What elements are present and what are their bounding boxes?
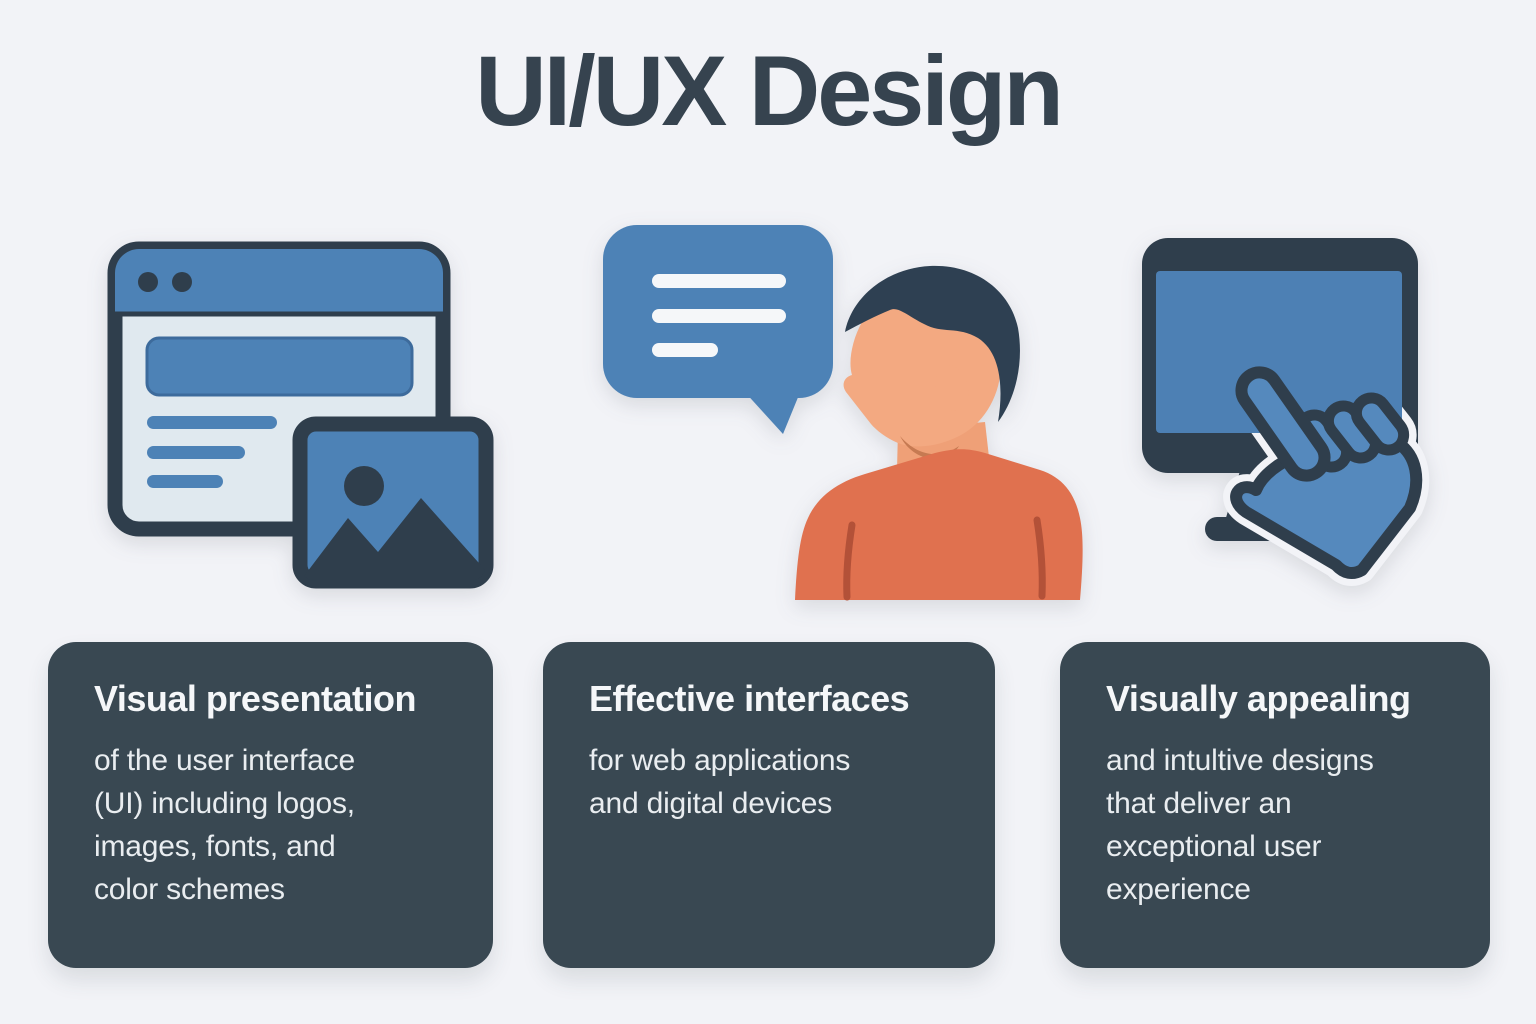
card-effective-interfaces: Effective interfaces for web application… — [543, 642, 995, 968]
person-shirt — [795, 449, 1083, 600]
card-body-line: color schemes — [94, 873, 285, 906]
window-control-dot — [138, 272, 158, 292]
bubble-text-line — [652, 309, 786, 323]
browser-window-illustration — [107, 241, 494, 589]
card-body-line: experience — [1106, 873, 1251, 906]
person-hair — [845, 265, 1020, 422]
chat-bubble-icon — [603, 225, 833, 434]
card-body-line: and digital devices — [589, 787, 833, 820]
pointing-hand-icon — [1230, 366, 1423, 580]
page-title: UI/UX Design — [475, 35, 1064, 146]
person-avatar — [795, 265, 1083, 601]
card-body-line: for web applications — [589, 744, 851, 777]
browser-titlebar — [115, 249, 443, 314]
card-body-line: of the user interface — [94, 744, 355, 777]
image-thumbnail-icon — [292, 416, 494, 589]
shirt-seam — [1033, 516, 1046, 600]
card-body: and intultive designs that deliver an ex… — [1106, 739, 1452, 911]
text-line-placeholder — [147, 446, 245, 459]
text-line-placeholder — [147, 475, 223, 488]
mountains-icon — [300, 498, 486, 581]
card-visually-appealing: Visually appealing and intultive designs… — [1060, 642, 1490, 968]
card-body-line: (UI) including logos, — [94, 787, 355, 820]
shirt-seam — [843, 521, 856, 601]
curled-finger — [1350, 392, 1410, 456]
sun-icon — [344, 466, 384, 506]
card-body: of the user interface (UI) including log… — [94, 739, 455, 911]
text-line-placeholder — [147, 416, 277, 429]
card-body-line: images, fonts, and — [94, 830, 336, 863]
hero-banner-placeholder — [145, 336, 414, 397]
card-body-line: exceptional user — [1106, 830, 1322, 863]
touchscreen-illustration — [1142, 238, 1430, 586]
monitor-screen — [1156, 271, 1402, 433]
card-body: for web applications and digital devices — [589, 739, 957, 825]
bubble-text-line — [652, 343, 718, 357]
conversation-illustration — [603, 225, 1083, 601]
card-heading: Visually appealing — [1106, 678, 1411, 719]
browser-window-icon — [107, 241, 451, 537]
window-control-dot — [172, 272, 192, 292]
card-visual-presentation: Visual presentation of the user interfac… — [48, 642, 493, 968]
person-ear — [935, 365, 969, 411]
index-finger — [1235, 366, 1331, 482]
card-heading: Effective interfaces — [589, 678, 910, 719]
card-heading: Visual presentation — [94, 678, 416, 719]
card-body-line: and intultive designs — [1106, 744, 1374, 777]
card-body-line: that deliver an — [1106, 787, 1292, 820]
bubble-text-line — [652, 274, 786, 288]
